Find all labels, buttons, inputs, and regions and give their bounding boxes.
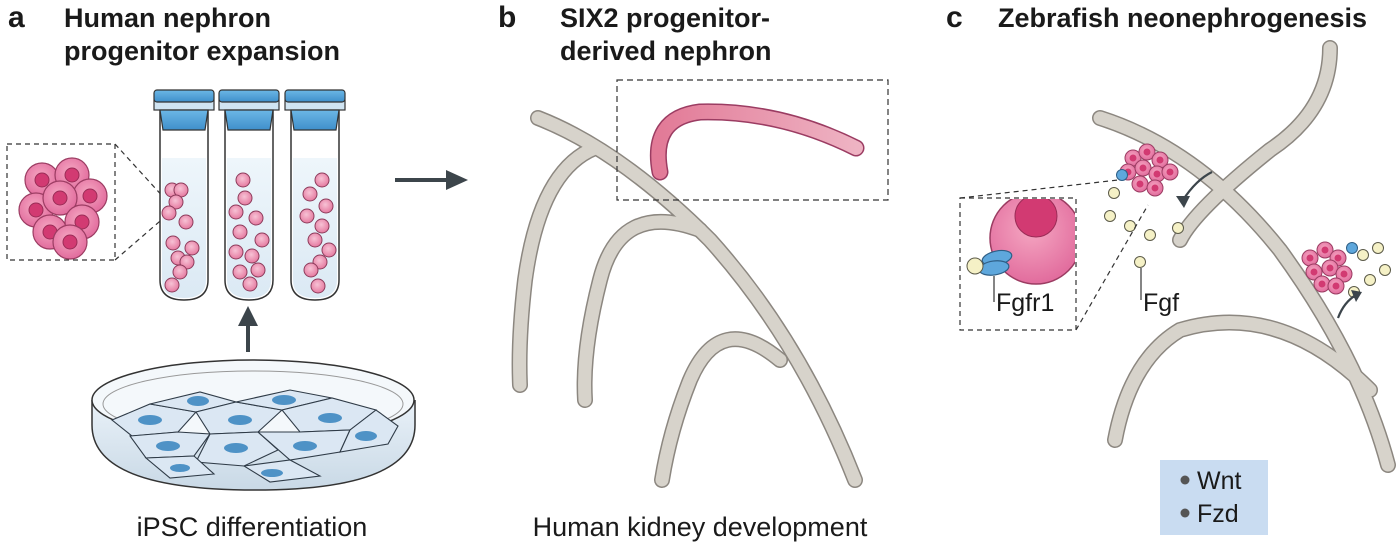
test-tube-1 xyxy=(153,89,215,301)
panel-b: b SIX2 progenitor- derived nephron Human… xyxy=(498,1,889,542)
right-arrow-icon xyxy=(395,170,468,190)
progenitor-cell-cluster xyxy=(18,157,108,260)
panel-a: a Human nephron progenitor expansion xyxy=(6,1,468,542)
fgf-label: Fgf xyxy=(1143,289,1179,317)
legend-item-wnt: Wnt xyxy=(1197,467,1242,495)
cell-cluster-zoom-box xyxy=(6,143,167,261)
panel-b-title-line2: derived nephron xyxy=(560,36,772,66)
fgf-ligand-bound xyxy=(966,257,984,275)
curved-arrow-icon xyxy=(1176,171,1213,208)
panel-b-title-line1: SIX2 progenitor- xyxy=(560,3,770,33)
panel-a-letter: a xyxy=(8,1,25,34)
test-tube-2 xyxy=(218,89,280,301)
ureteric-bud-tree xyxy=(511,110,863,488)
culture-dish xyxy=(91,359,416,491)
fgfr1-receptor xyxy=(978,249,1013,276)
panel-b-caption: Human kidney development xyxy=(533,512,868,542)
panel-a-caption: iPSC differentiation xyxy=(137,512,368,542)
curved-arrow-icon-2 xyxy=(1336,290,1362,319)
panel-a-title-line2: progenitor expansion xyxy=(64,36,340,66)
six2-derived-nephron xyxy=(649,103,865,181)
panel-c: c Zebrafish neonephrogenesis xyxy=(946,1,1396,535)
panel-c-letter: c xyxy=(946,1,963,34)
ipsc-nuclei xyxy=(138,395,377,477)
test-tube-3 xyxy=(284,89,346,301)
legend-item-fzd: Fzd xyxy=(1197,500,1239,528)
progenitor-cluster-lower xyxy=(1301,241,1358,295)
zebrafish-duct-tree xyxy=(1092,40,1396,473)
panel-c-title: Zebrafish neonephrogenesis xyxy=(998,3,1367,33)
up-arrow-icon xyxy=(238,306,258,352)
nephron-zoom-box xyxy=(616,79,889,201)
fgfr1-label: Fgfr1 xyxy=(996,289,1054,317)
panel-b-letter: b xyxy=(498,1,516,34)
legend: Wnt Fzd xyxy=(1160,460,1268,535)
cell-nucleus xyxy=(1014,199,1058,238)
progenitor-cluster-upper xyxy=(1116,143,1179,197)
panel-a-title-line1: Human nephron xyxy=(64,3,271,33)
receptor-zoom-inset: Fgfr1 xyxy=(959,179,1149,331)
